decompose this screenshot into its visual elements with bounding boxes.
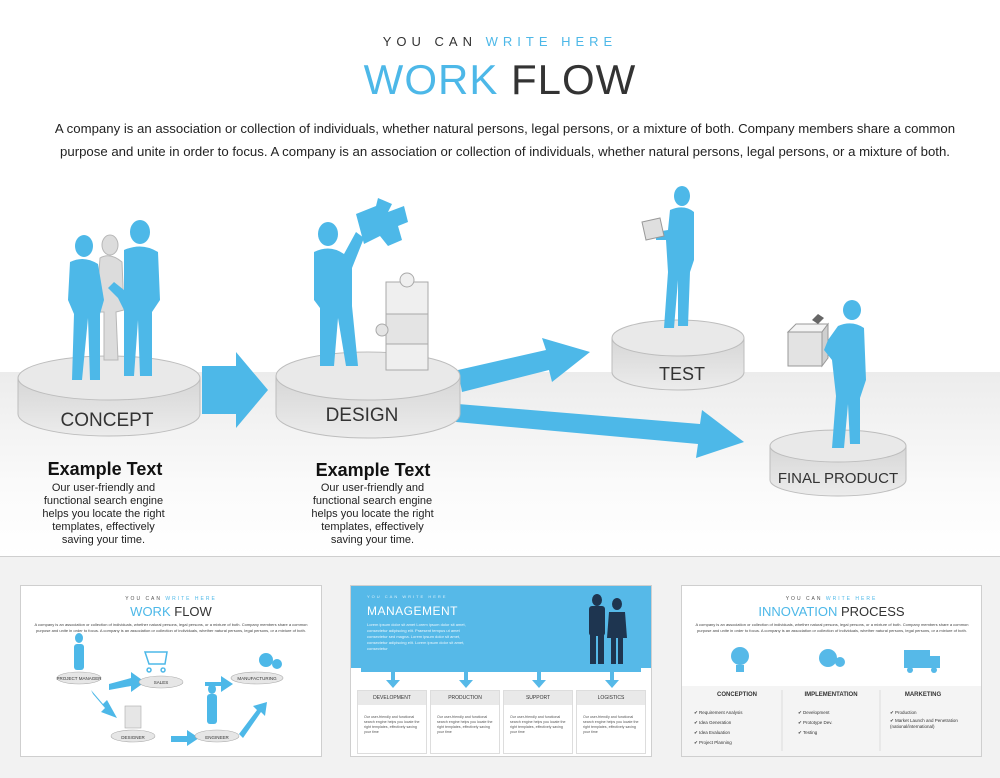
stage-label-concept: CONCEPT <box>61 410 154 431</box>
thumb-innovation-graphics <box>682 647 981 756</box>
thumb-column-implementation: IMPLEMENTATION <box>804 692 858 698</box>
stage-label-design: DESIGN <box>326 405 399 426</box>
thumb-title: MANAGEMENT <box>367 604 459 618</box>
tester-laptop-silhouette-icon <box>641 186 694 328</box>
podium-test <box>611 319 745 391</box>
thumb-label-designer: DESIGNER <box>121 735 145 740</box>
slide-title: WORK FLOW <box>363 56 637 103</box>
thumbnail-workflow[interactable]: YOU CAN WRITE HERE WORK FLOW A company i… <box>20 585 322 757</box>
slide-kicker: YOU CAN WRITE HERE <box>382 34 618 49</box>
delivery-box-icon <box>786 314 829 368</box>
example-title-2: Example Text <box>315 460 431 480</box>
thumb-kicker: YOU CAN WRITE HERE <box>125 596 217 602</box>
designer-silhouette-icon <box>314 198 408 366</box>
thumb-label-engineer: ENGINEER <box>205 735 229 740</box>
example-body-2: Our user-friendly and functional search … <box>311 482 434 546</box>
workflow-diagram: CONCEPT DESIGN TEST <box>17 186 907 497</box>
arrow-concept-to-design <box>202 352 268 428</box>
thumb-label-project-manager: PROJECT MANAGER <box>57 676 103 681</box>
thumb-label-sales: SALES <box>154 680 169 685</box>
truck-icon <box>904 650 930 668</box>
people-silhouettes-icon <box>68 220 160 380</box>
thumb-title: INNOVATION PROCESS <box>758 604 905 619</box>
thumb-text: Lorem ipsum dolor sit amet Lorem ipsum d… <box>367 622 466 651</box>
thumb-kicker: YOU CAN WRITE HERE <box>367 594 448 599</box>
arrow-design-to-test <box>458 338 590 392</box>
example-title-1: Example Text <box>47 459 163 479</box>
thumbnail-innovation-process[interactable]: YOU CAN WRITE HERE INNOVATION PROCESS A … <box>681 585 982 757</box>
workflow-slide: YOU CAN WRITE HERE WORK FLOW A company i… <box>0 0 1000 557</box>
puzzle-stack-icon <box>375 272 429 371</box>
stage-label-test: TEST <box>659 364 705 384</box>
thumb-workflow-diagram: PROJECT MANAGER SALES MANUFACTURING DESI… <box>57 633 284 746</box>
podium-final <box>769 429 907 497</box>
stage-label-final-product: FINAL PRODUCT <box>778 470 898 487</box>
thumb-list-conception: ✔ Requirement Analysis ✔ Idea Generation… <box>694 710 743 745</box>
arrow-design-to-final <box>456 404 744 458</box>
thumbnail-management[interactable]: YOU CAN WRITE HERE MANAGEMENT Lorem ipsu… <box>350 585 652 757</box>
thumb-column-marketing: MARKETING <box>904 692 942 698</box>
thumb-label-manufacturing: MANUFACTURING <box>237 676 277 681</box>
intro-paragraph: A company is an association or collectio… <box>54 121 956 159</box>
thumb-list-implementation: ✔ Development ✔ Prototype Dev. ✔ Testing <box>798 710 833 735</box>
thumb-list-marketing: ✔ Production ✔ Market Launch and Penetra… <box>890 710 958 729</box>
thumb-title: WORK FLOW <box>130 604 212 619</box>
podium-concept <box>17 355 201 437</box>
thumb-column-conception: CONCEPTION <box>716 692 757 698</box>
example-body-1: Our user-friendly and functional search … <box>42 482 165 546</box>
lightbulb-icon <box>731 647 749 665</box>
thumb-management-graphics <box>361 594 641 688</box>
thumb-text: A company is an association or collectio… <box>695 622 969 633</box>
thumb-text: A company is an association or collectio… <box>34 622 308 633</box>
delivery-person-silhouette-icon <box>824 300 866 448</box>
thumb-kicker: YOU CAN WRITE HERE <box>785 596 878 602</box>
gears-icon <box>819 649 837 667</box>
